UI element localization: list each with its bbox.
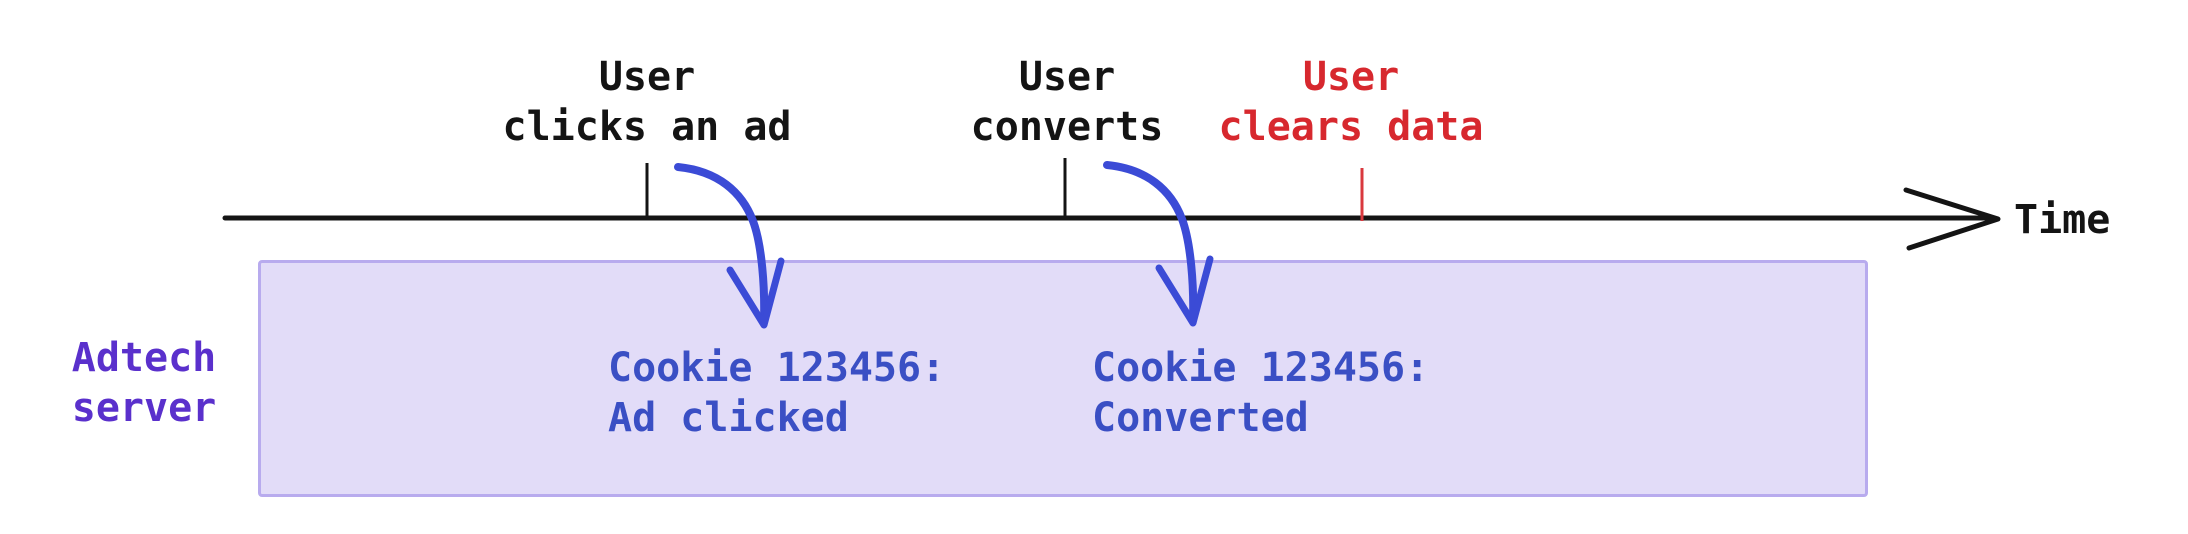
cookie-record-line: Converted <box>1092 395 1309 441</box>
event-label-line: User <box>1302 54 1400 100</box>
event-label-ad-click: User clicks an ad <box>397 52 897 152</box>
adtech-server-label: Adtech server <box>0 333 344 433</box>
adtech-server-box <box>258 260 1868 497</box>
event-label-line: User <box>1018 54 1116 100</box>
event-label-line: clears data <box>1218 104 1484 150</box>
cookie-record-line: Cookie 123456: <box>1092 345 1430 391</box>
event-label-line: clicks an ad <box>502 104 792 150</box>
event-label-line: User <box>598 54 696 100</box>
event-label-clear-data: User clears data <box>1101 52 1601 152</box>
cookie-record-line: Ad clicked <box>608 395 849 441</box>
cookie-record-convert: Cookie 123456: Converted <box>1092 343 1429 443</box>
cookie-record-line: Cookie 123456: <box>608 345 946 391</box>
server-label-line: Adtech <box>71 335 217 381</box>
timeline-arrowhead-icon <box>1903 187 2001 251</box>
cookie-record-ad-click: Cookie 123456: Ad clicked <box>608 343 945 443</box>
event-label-line: converts <box>970 104 1164 150</box>
server-label-line: server <box>71 385 217 431</box>
time-axis-label: Time <box>2014 197 2111 243</box>
event-label-convert: User converts <box>817 52 1317 152</box>
